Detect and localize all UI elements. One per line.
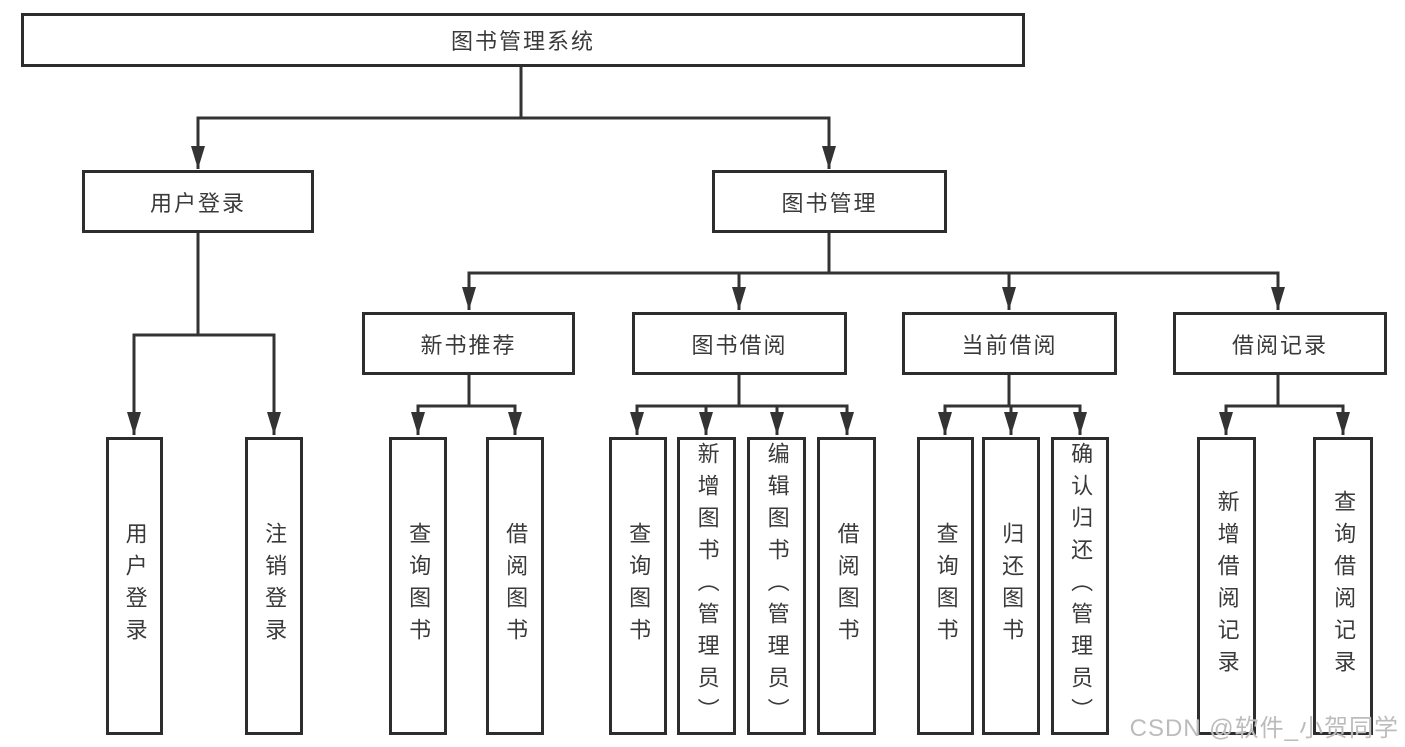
leaf-borrow-books-label: 借阅图书 xyxy=(834,522,860,650)
leaf-query-books-borrow: 查询图书 xyxy=(609,437,667,735)
leaf-user-login-label: 用户登录 xyxy=(122,522,148,650)
leaf-logout-label: 注销登录 xyxy=(262,522,288,650)
leaf-query-borrow-record: 查询借阅记录 xyxy=(1313,437,1373,735)
node-borrow-records: 借阅记录 xyxy=(1173,312,1387,375)
leaf-add-borrow-record-label: 新增借阅记录 xyxy=(1214,490,1240,682)
node-root-label: 图书管理系统 xyxy=(450,29,595,54)
leaf-query-books-recommend: 查询图书 xyxy=(389,437,447,735)
leaf-borrow-books-recommend: 借阅图书 xyxy=(486,437,544,735)
node-new-book-recommend: 新书推荐 xyxy=(362,312,575,375)
leaf-query-books-current: 查询图书 xyxy=(917,437,974,735)
leaf-return-book: 归还图书 xyxy=(982,437,1040,735)
node-book-borrow: 图书借阅 xyxy=(632,312,847,375)
leaf-confirm-return-admin-label: 确认归还（管理员） xyxy=(1068,442,1094,730)
node-book-borrow-label: 图书借阅 xyxy=(691,332,788,358)
node-current-borrow: 当前借阅 xyxy=(902,312,1117,375)
leaf-borrow-books-recommend-label: 借阅图书 xyxy=(503,522,529,650)
node-book-management: 图书管理 xyxy=(712,170,947,233)
leaf-borrow-books: 借阅图书 xyxy=(817,437,876,735)
node-user-login-label: 用户登录 xyxy=(149,190,246,216)
node-user-login: 用户登录 xyxy=(82,170,314,233)
leaf-query-books-recommend-label: 查询图书 xyxy=(406,522,432,650)
node-current-borrow-label: 当前借阅 xyxy=(961,332,1058,358)
node-borrow-records-label: 借阅记录 xyxy=(1231,332,1328,358)
leaf-edit-book-admin-label: 编辑图书（管理员） xyxy=(764,442,790,730)
leaf-query-books-borrow-label: 查询图书 xyxy=(626,522,652,650)
node-new-book-recommend-label: 新书推荐 xyxy=(420,332,517,358)
csdn-watermark: CSDN @软件_小贺同学 xyxy=(1129,715,1399,742)
leaf-add-book-admin-label: 新增图书（管理员） xyxy=(694,442,720,730)
node-root: 图书管理系统 xyxy=(21,13,1025,67)
leaf-user-login: 用户登录 xyxy=(106,437,163,735)
leaf-query-borrow-record-label: 查询借阅记录 xyxy=(1331,490,1357,682)
leaf-logout: 注销登录 xyxy=(245,437,303,735)
leaf-edit-book-admin: 编辑图书（管理员） xyxy=(747,437,806,735)
leaf-return-book-label: 归还图书 xyxy=(999,522,1025,650)
leaf-add-borrow-record: 新增借阅记录 xyxy=(1197,437,1256,735)
leaf-add-book-admin: 新增图书（管理员） xyxy=(677,437,736,735)
leaf-query-books-current-label: 查询图书 xyxy=(933,522,959,650)
leaf-confirm-return-admin: 确认归还（管理员） xyxy=(1051,437,1109,735)
node-book-management-label: 图书管理 xyxy=(781,190,878,216)
